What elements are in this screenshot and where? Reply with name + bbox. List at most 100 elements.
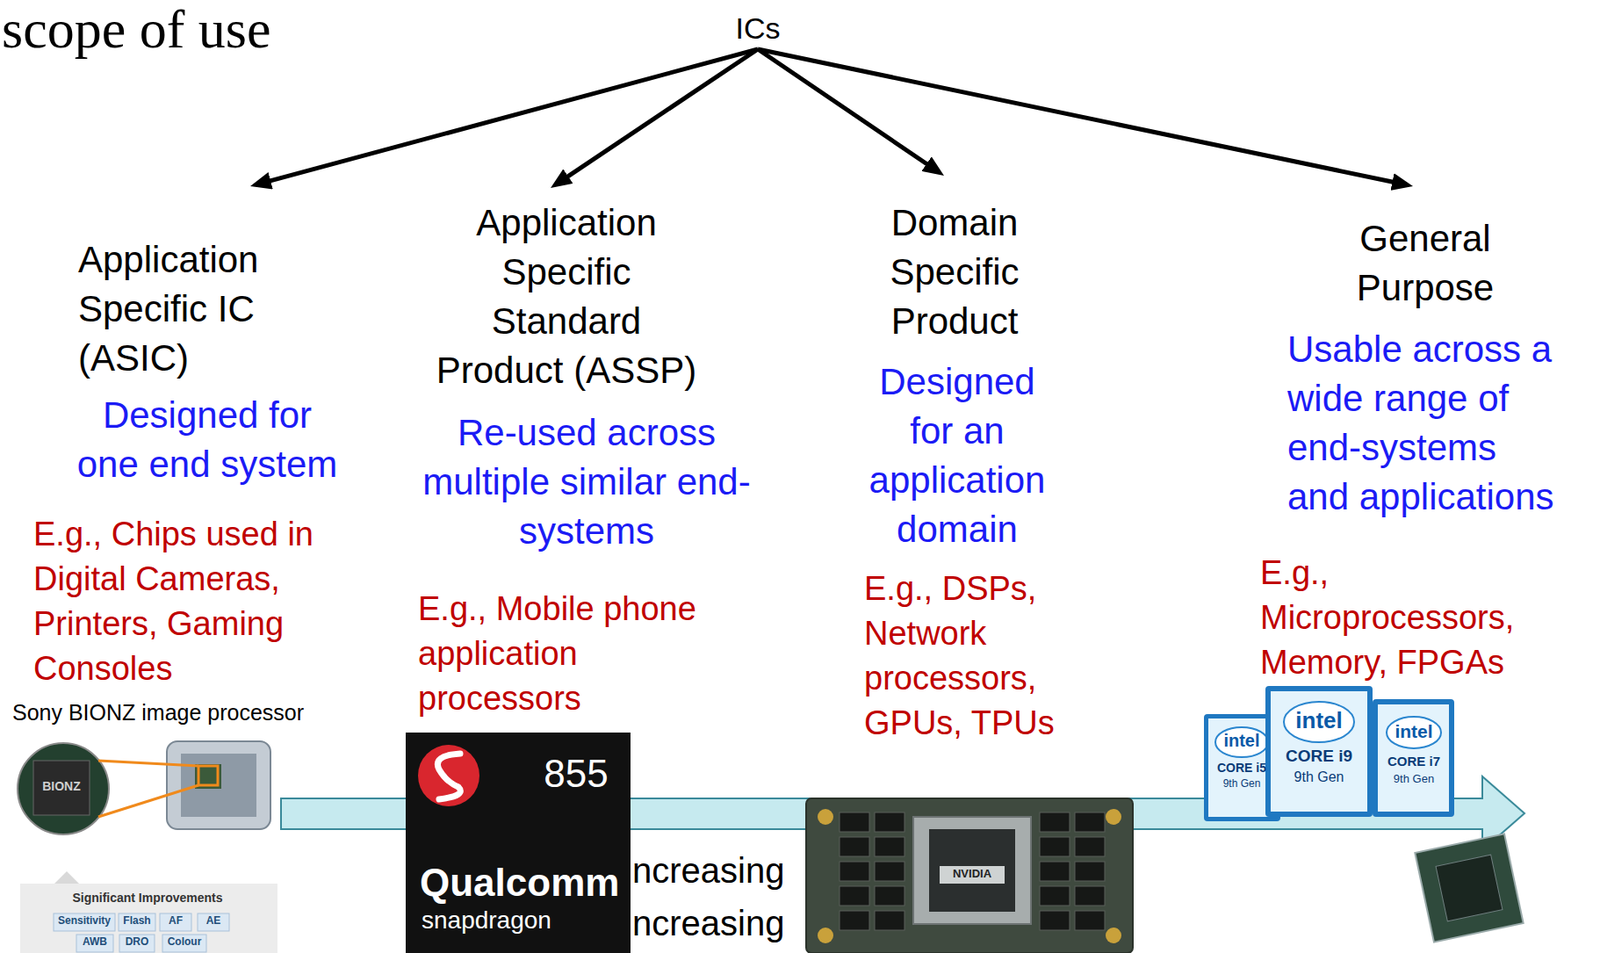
badge-generation: 9th Gen — [1294, 769, 1345, 786]
feature-button — [197, 913, 230, 931]
panel-heading: Significant Improvements — [72, 890, 223, 905]
memory-chip — [1074, 861, 1105, 881]
memory-chip — [874, 886, 905, 906]
camera-board — [194, 763, 222, 789]
intel-ring — [1283, 701, 1355, 743]
badge-model: CORE i9 — [1285, 746, 1353, 766]
snapdragon-swoosh — [437, 753, 461, 800]
button-label: Sensitivity — [57, 915, 111, 928]
snapdragon-mark — [418, 744, 480, 807]
badge-model: CORE i7 — [1387, 753, 1441, 769]
badge-brand: intel — [1295, 707, 1342, 735]
chip-package — [33, 760, 90, 815]
badge-face — [1377, 704, 1449, 812]
category-description: Designed for one end system — [66, 390, 348, 490]
category-example: E.g., Microprocessors, Memory, FPGAs — [1260, 550, 1577, 685]
button-label: AWB — [82, 936, 108, 949]
badge-brand: intel — [1223, 730, 1260, 751]
memory-chip — [1074, 812, 1105, 832]
mount-hole — [1105, 808, 1122, 825]
category-heading: Application Specific IC (ASIC) — [78, 235, 342, 383]
chip-marking: BIONZ — [42, 778, 81, 793]
memory-chip — [1039, 886, 1070, 906]
category-example: E.g., Chips used in Digital Cameras, Pri… — [33, 511, 385, 692]
category-node: General PurposeUsable across a wide rang… — [1255, 186, 1595, 685]
memory-chip — [1074, 910, 1105, 930]
button-label: AF — [168, 915, 183, 928]
category-heading: General Purpose — [1319, 214, 1531, 313]
category-heading: Domain Specific Product — [849, 198, 1060, 346]
snapdragon-logo — [405, 732, 631, 953]
category-example: E.g., Mobile phone application processor… — [418, 586, 752, 721]
branch-arrow — [260, 49, 758, 184]
badge-generation: 9th Gen — [1223, 778, 1262, 791]
zoom-line — [98, 785, 199, 817]
mount-hole — [817, 927, 834, 944]
memory-chip — [874, 836, 905, 857]
button-label: AE — [206, 915, 222, 928]
memory-chip — [874, 812, 905, 832]
memory-chip — [1039, 836, 1070, 857]
zoom-line — [98, 760, 199, 766]
category-description: Usable across a wide range of end-system… — [1287, 324, 1595, 522]
memory-chip — [874, 861, 905, 881]
root-node: ICs — [722, 10, 793, 46]
feature-button — [119, 934, 155, 952]
category-heading: Application Specific Standard Product (A… — [417, 198, 716, 396]
highlight-box — [198, 765, 218, 786]
memory-chip — [1039, 861, 1070, 881]
root-label: ICs — [722, 10, 793, 46]
memory-chip — [839, 910, 870, 930]
intel-ring — [1215, 727, 1269, 757]
memory-chip — [1039, 812, 1070, 832]
button-label: Flash — [122, 915, 151, 928]
badge-brand: intel — [1394, 720, 1433, 743]
gpu-package — [913, 816, 1031, 924]
camera-interior — [180, 753, 257, 817]
feature-button — [76, 934, 114, 952]
memory-chip — [839, 861, 870, 881]
category-description: Re-used across multiple similar end-syst… — [402, 408, 772, 556]
badge-generation: 9th Gen — [1393, 772, 1435, 786]
branch-arrow — [757, 49, 1403, 185]
memory-chip — [1039, 910, 1070, 930]
fpga-chip — [1414, 833, 1523, 942]
mount-hole — [817, 808, 834, 825]
feature-button — [159, 913, 192, 931]
axis-note: ncreasing — [632, 850, 785, 891]
memory-chip — [1074, 836, 1105, 857]
button-label: Colour — [167, 936, 202, 949]
fpga-substrate — [1414, 833, 1523, 942]
category-node: Domain Specific ProductDesigned for an a… — [843, 175, 1089, 746]
feature-button — [53, 913, 116, 931]
category-node: Application Specific IC (ASIC)Designed f… — [26, 186, 404, 692]
chip-closeup — [17, 742, 109, 835]
memory-chip — [874, 910, 905, 930]
axis-note: ncreasing — [632, 902, 785, 944]
chip-marking: NVIDIA — [952, 867, 992, 881]
fpga-die — [1435, 854, 1503, 922]
feature-button — [118, 913, 156, 931]
brand-name: Qualcomm — [419, 860, 620, 906]
memory-chip — [839, 812, 870, 832]
mount-hole — [1105, 927, 1122, 944]
gpu-label-plate — [939, 865, 1005, 884]
callout-panel — [20, 883, 278, 953]
gpu-board — [806, 798, 1133, 953]
brand-name: snapdragon — [421, 906, 552, 935]
memory-chip — [1074, 886, 1105, 906]
memory-chips — [839, 812, 1105, 930]
gpu-die — [929, 828, 1016, 912]
category-description: Designed for an application domain — [851, 357, 1063, 555]
feature-button — [162, 934, 207, 952]
chip-model: 855 — [543, 751, 608, 797]
slide-title: scope of use — [1, 0, 271, 58]
memory-chip — [839, 886, 870, 906]
intel-badge — [1372, 699, 1455, 817]
category-node: Application Specific Standard Product (A… — [395, 187, 773, 721]
intel-ring — [1386, 716, 1442, 749]
image-caption: Sony BIONZ image processor — [12, 699, 304, 726]
camera-body — [166, 741, 271, 829]
badge-model: CORE i5 — [1217, 760, 1267, 775]
memory-chip — [839, 836, 870, 857]
